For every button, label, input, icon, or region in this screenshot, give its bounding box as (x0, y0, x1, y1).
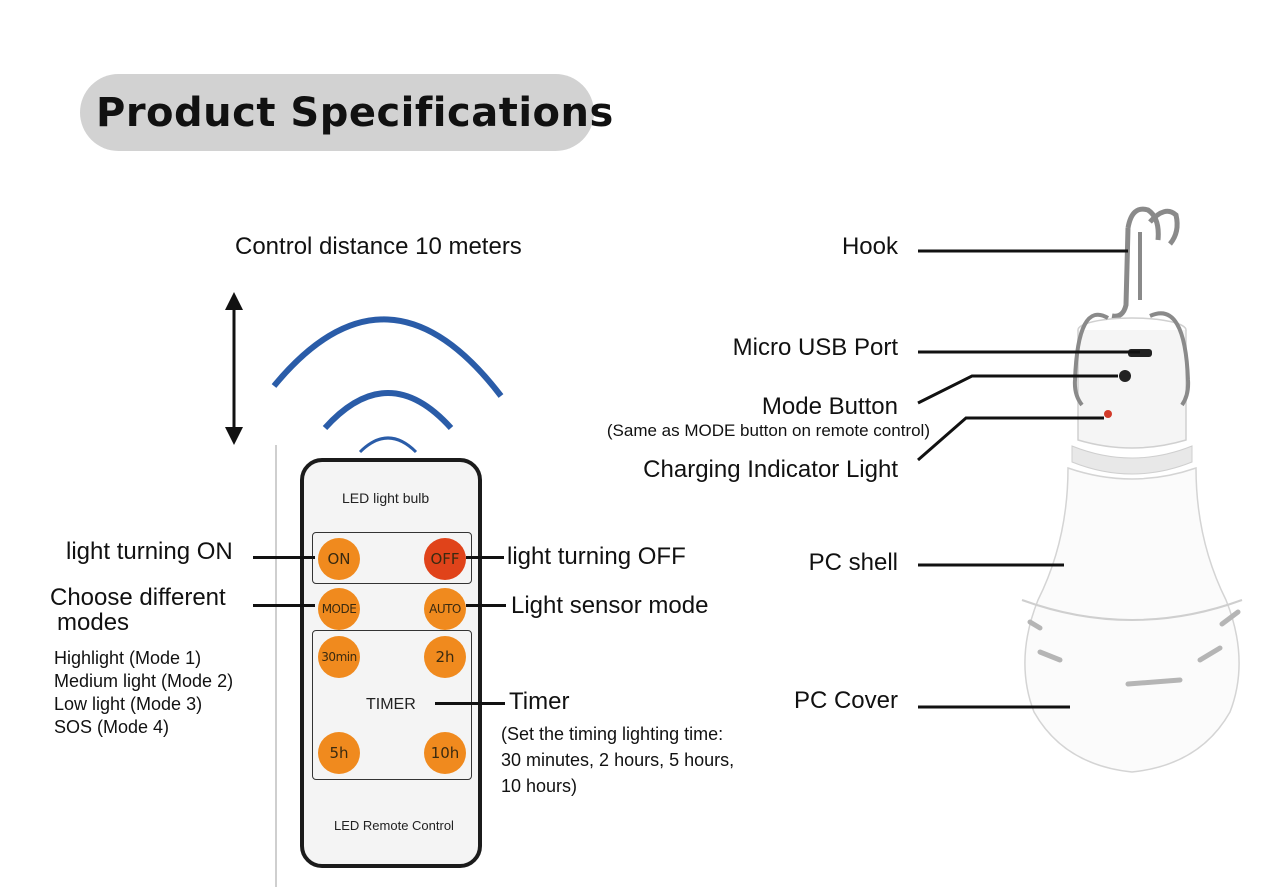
bulb-illustration (1021, 206, 1243, 773)
mode-list-item: Low light (Mode 3) (54, 694, 203, 714)
off-button[interactable]: OFF (424, 538, 466, 580)
timer-5h-button[interactable]: 5h (318, 732, 360, 774)
timer-label: TIMER (366, 696, 416, 713)
timer-note: (Set the timing lighting time: 30 minute… (501, 721, 734, 799)
timer-note-line: 30 minutes, 2 hours, 5 hours, (501, 750, 735, 770)
label-choose-modes-1: Choose different (50, 584, 226, 611)
mode-callout-line (253, 604, 315, 607)
label-micro-usb: Micro USB Port (732, 334, 898, 361)
mode-list-item: Highlight (Mode 1) (54, 648, 202, 668)
label-light-sensor: Light sensor mode (511, 592, 709, 619)
label-hook: Hook (841, 233, 898, 260)
on-callout-line (253, 556, 315, 559)
timer-box (312, 630, 472, 780)
label-light-on: light turning ON (66, 538, 233, 565)
signal-waves-icon (271, 316, 504, 454)
control-distance-label: Control distance 10 meters (235, 233, 522, 260)
off-callout-line (466, 556, 504, 559)
auto-button[interactable]: AUTO (424, 588, 466, 630)
label-pc-cover: PC Cover (793, 687, 898, 714)
mode-list-item: Medium light (Mode 2) (54, 671, 234, 691)
label-light-off: light turning OFF (507, 543, 686, 570)
label-choose-modes-2: modes (57, 609, 130, 636)
bulb-callout-lines (917, 249, 1140, 709)
timer-10h-button[interactable]: 10h (424, 732, 466, 774)
auto-callout-line (466, 604, 506, 607)
label-charging-indicator: Charging Indicator Light (643, 456, 898, 483)
remote-control: LED light bulb ON OFF MODE AUTO 30min 2h… (300, 458, 482, 868)
timer-callout-line (435, 702, 505, 705)
timer-note-line: (Set the timing lighting time: (501, 724, 724, 744)
label-pc-shell: PC shell (808, 549, 898, 576)
page-title: Product Specifications (96, 90, 614, 136)
title-pill (80, 74, 594, 151)
timer-2h-button[interactable]: 2h (424, 636, 466, 678)
mode-list-item: SOS (Mode 4) (54, 717, 170, 737)
label-mode-button: Mode Button (761, 393, 898, 420)
mode-button[interactable]: MODE (318, 588, 360, 630)
timer-note-line: 10 hours) (501, 776, 578, 796)
label-mode-button-note: (Same as MODE button on remote control) (606, 421, 930, 440)
distance-arrow (225, 292, 243, 445)
timer-30min-button[interactable]: 30min (318, 636, 360, 678)
mode-list: Highlight (Mode 1) Medium light (Mode 2)… (54, 647, 233, 739)
label-timer: Timer (509, 688, 570, 715)
on-button[interactable]: ON (318, 538, 360, 580)
remote-header: LED light bulb (342, 490, 430, 506)
remote-footer: LED Remote Control (334, 818, 454, 833)
